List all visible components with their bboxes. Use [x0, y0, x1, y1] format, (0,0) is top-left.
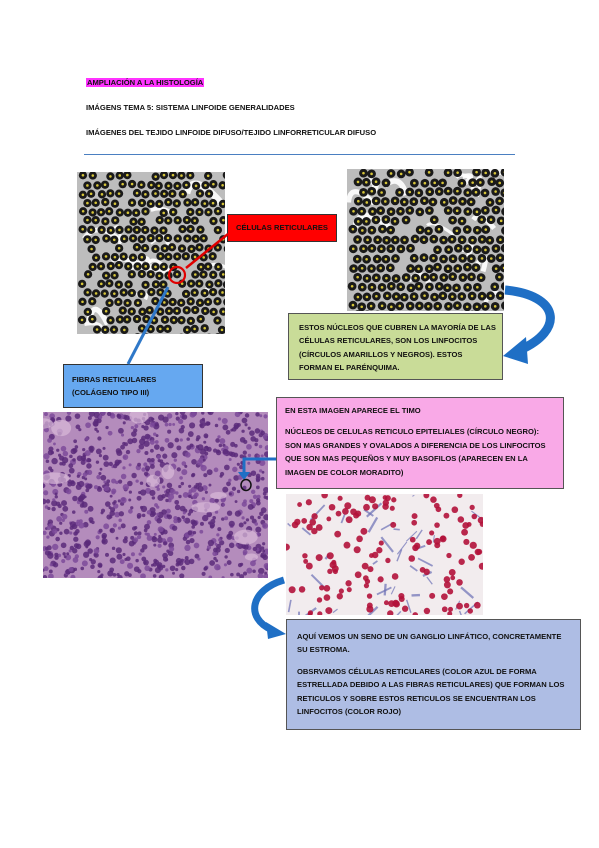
lymphocyte-note: ESTOS NÚCLEOS QUE CUBREN LA MAYORÍA DE L…: [288, 313, 503, 380]
thymus-pointer-line: [242, 457, 276, 476]
red-pointer-line: [185, 233, 229, 269]
thymus-pointer-head: [238, 472, 250, 480]
curved-arrow-top-head: [503, 337, 528, 364]
lymph-node-note: AQUÍ VEMOS UN SENO DE UN GANGLIO LINFÁTI…: [286, 619, 581, 730]
lymph-node-note-detail: OBSRVAMOS CÉLULAS RETICULARES (COLOR AZU…: [297, 666, 565, 717]
lymph-node-sinus-micrograph: [286, 494, 483, 615]
lymphocyte-parenchyma-image: [347, 169, 504, 311]
thymus-note: EN ESTA IMAGEN APARECE EL TIMO NÚCLEOS D…: [276, 397, 564, 489]
fibras-reticulares-label: FIBRAS RETICULARES (COLÁGENO TIPO III): [63, 364, 203, 408]
black-circle-marker: [240, 478, 252, 492]
celulas-reticulares-text: CÉLULAS RETICULARES: [236, 223, 328, 232]
curved-arrow-top: [504, 285, 555, 355]
blue-pointer-line: [126, 286, 170, 365]
doc-subtitle: IMÁGENS TEMA 5: SISTEMA LINFOIDE GENERAL…: [86, 103, 295, 112]
lymphocyte-note-text: ESTOS NÚCLEOS QUE CUBREN LA MAYORÍA DE L…: [299, 323, 496, 373]
curved-arrow-bottom: [251, 576, 286, 634]
highlight-title-text: AMPLIACIÓN A LA HISTOLOGÍA: [86, 78, 205, 87]
horizontal-rule: [84, 154, 515, 155]
section-title: IMÁGENES DEL TEJIDO LINFOIDE DIFUSO/TEJI…: [86, 128, 377, 137]
fibras-line-1: FIBRAS RETICULARES: [72, 375, 157, 384]
reticular-tissue-image: [77, 172, 225, 334]
thymus-micrograph: [43, 412, 268, 578]
thymus-note-detail: NÚCLEOS DE CELULAS RETICULO EPITELIALES …: [285, 427, 546, 477]
thymus-note-intro: EN ESTA IMAGEN APARECE EL TIMO: [285, 406, 421, 415]
celulas-reticulares-label: CÉLULAS RETICULARES: [227, 214, 337, 242]
lymph-node-note-intro: AQUÍ VEMOS UN SENO DE UN GANGLIO LINFÁTI…: [297, 632, 562, 655]
doc-highlight-title: AMPLIACIÓN A LA HISTOLOGÍA: [86, 76, 205, 89]
red-highlight-circle: [167, 265, 187, 285]
curved-arrow-bottom-head: [266, 622, 286, 639]
fibras-line-2: (COLÁGENO TIPO III): [72, 387, 150, 397]
